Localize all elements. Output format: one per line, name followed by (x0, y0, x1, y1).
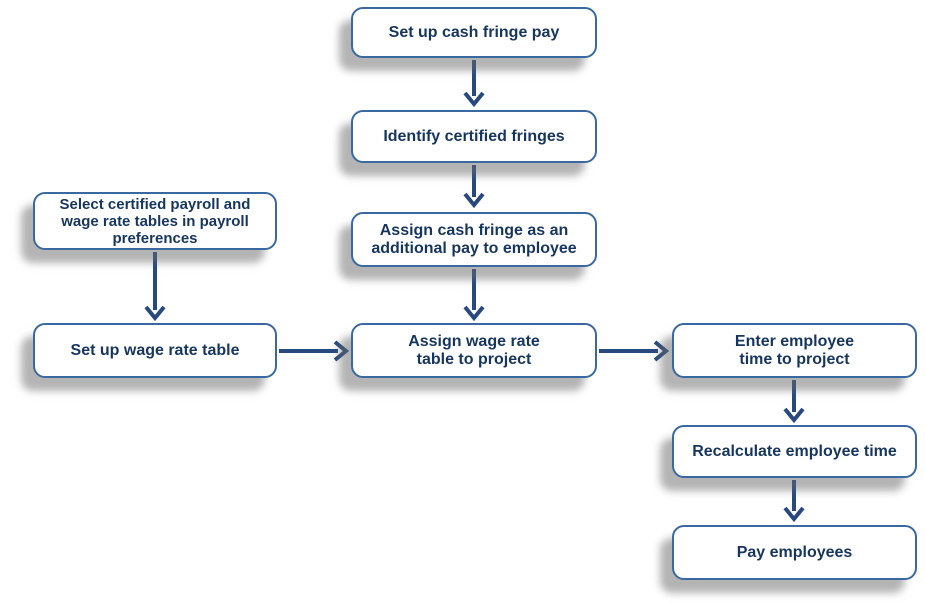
flow-node-label-line: Identify certified fringes (383, 127, 565, 145)
arrow-setup-wage-table-to-assign-wage-table (279, 340, 350, 362)
arrow-select-tables-to-setup-wage-table (144, 252, 166, 322)
arrowhead-icon (333, 340, 350, 362)
flow-node-recalc-time: Recalculate employee time (672, 425, 917, 478)
arrow-enter-time-to-recalc-time (783, 380, 805, 424)
arrowhead-icon (463, 192, 485, 209)
flow-node-label-line: Assign cash fringe as an (379, 221, 569, 239)
flow-node-label: Set up cash fringe pay (389, 24, 560, 42)
arrow-assign-cash-fringe-to-assign-wage-table (463, 269, 485, 322)
flow-node-label: Identify certified fringes (383, 128, 564, 146)
arrowhead-icon (653, 340, 670, 362)
flow-node-label-line: additional pay to employee (371, 239, 577, 257)
arrow-identify-fringes-to-assign-cash-fringe (463, 165, 485, 209)
flow-node-label: Pay employees (737, 544, 853, 562)
flow-node-label-line: preferences (112, 229, 198, 247)
flow-node-label-line: Enter employee (734, 332, 855, 350)
flow-node-label: Set up wage rate table (71, 342, 240, 360)
flow-node-label-line: Recalculate employee time (692, 442, 897, 460)
flow-node-label-line: Pay employees (736, 543, 853, 561)
arrowhead-icon (463, 91, 485, 108)
flow-node-label-line: Assign wage rate (408, 332, 540, 350)
flow-node-label-line: time to project (739, 350, 850, 368)
flow-node-setup-cash-fringe: Set up cash fringe pay (351, 7, 597, 58)
arrowhead-icon (783, 506, 805, 523)
arrow-assign-wage-table-to-enter-time (599, 340, 670, 362)
flow-node-label: Recalculate employee time (692, 443, 897, 461)
flow-node-label-line: Select certified payroll and (59, 195, 251, 213)
arrowhead-icon (783, 407, 805, 424)
arrowhead-icon (463, 305, 485, 322)
arrowhead-icon (144, 305, 166, 322)
flow-node-label-line: Set up cash fringe pay (388, 23, 560, 41)
flow-node-pay-employees: Pay employees (672, 525, 917, 580)
flow-node-setup-wage-table: Set up wage rate table (33, 323, 277, 378)
flow-node-label-line: table to project (416, 350, 532, 368)
arrow-recalc-time-to-pay-employees (783, 480, 805, 523)
flow-node-identify-fringes: Identify certified fringes (351, 110, 597, 163)
flow-node-label-line: Set up wage rate table (70, 341, 240, 359)
flow-node-label-line: wage rate tables in payroll (61, 212, 249, 230)
arrow-setup-cash-fringe-to-identify-fringes (463, 60, 485, 108)
